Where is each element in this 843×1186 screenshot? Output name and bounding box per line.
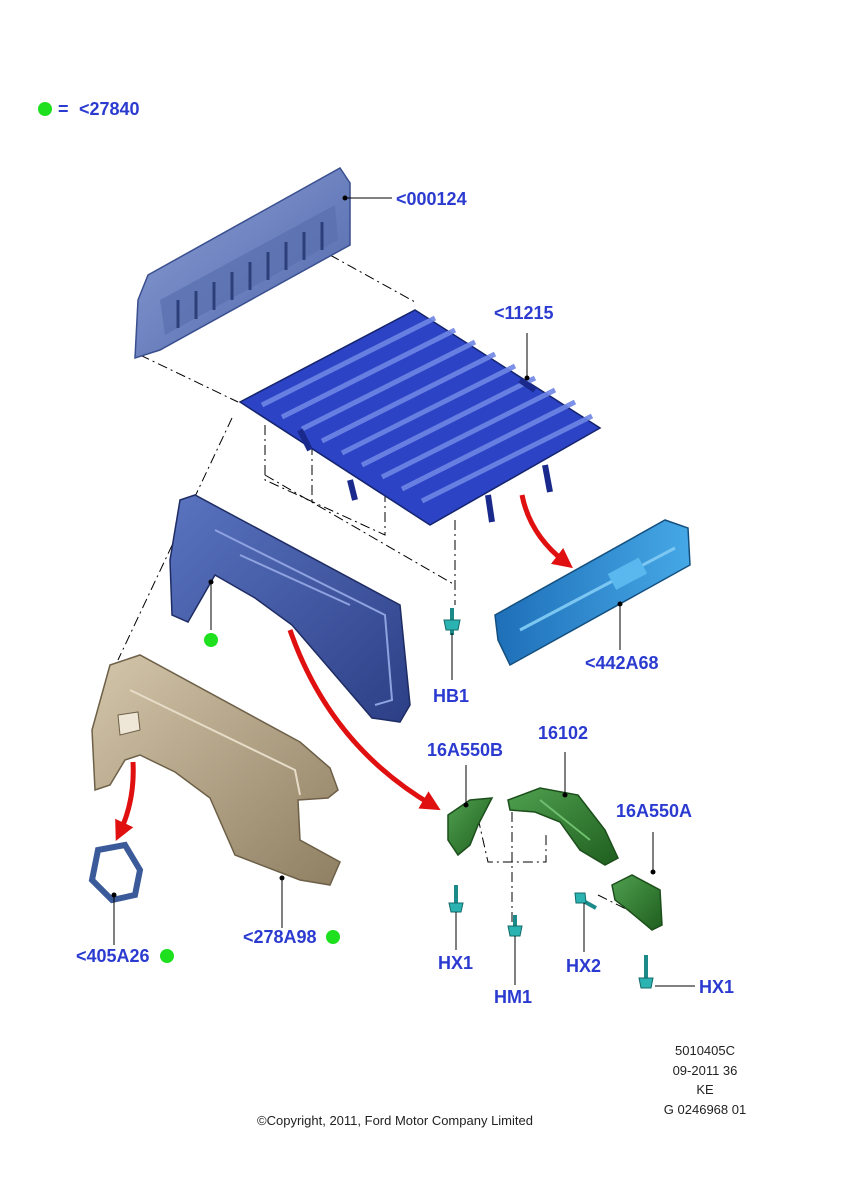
label-screw-hx1-left[interactable]: HX1	[438, 953, 474, 973]
arrow-to-wheelhouse	[287, 629, 441, 811]
legend-text: <27840	[79, 99, 140, 119]
ref-code: 5010405C	[675, 1043, 735, 1058]
bracket-left[interactable]	[447, 797, 494, 857]
label-screw-hx2[interactable]: HX2	[566, 956, 602, 976]
bracket-right[interactable]	[611, 874, 663, 931]
marker-lamp-bracket	[160, 949, 174, 963]
floor-frame[interactable]	[238, 309, 602, 526]
wheelhouse[interactable]	[507, 787, 619, 866]
screw-hx1-left[interactable]	[448, 885, 464, 913]
label-wheelhouse[interactable]: 16102	[538, 723, 589, 743]
front-panel[interactable]	[494, 519, 691, 667]
label-bolt-hb1[interactable]: HB1	[433, 686, 470, 706]
marker-inner-panel	[204, 633, 218, 647]
label-bracket-left[interactable]: 16A550B	[427, 740, 504, 760]
label-outer-fender[interactable]: <278A98	[243, 927, 317, 947]
arrow-to-front-panel	[519, 494, 573, 569]
screw-hx1-right[interactable]	[638, 955, 654, 989]
screw-hx2[interactable]	[574, 892, 597, 910]
label-screw-hx1-right[interactable]: HX1	[699, 977, 735, 997]
region-code: KE	[696, 1082, 714, 1097]
tailgate-panel[interactable]	[134, 167, 351, 360]
screw-hm1[interactable]	[507, 915, 523, 937]
marker-outer-fender	[326, 930, 340, 944]
date-code: 09-2011 36	[672, 1063, 738, 1078]
legend-equals: =	[58, 99, 69, 119]
label-bracket-right[interactable]: 16A550A	[616, 801, 693, 821]
lamp-bracket[interactable]	[88, 841, 144, 904]
label-front-panel[interactable]: <442A68	[585, 653, 659, 673]
inner-side-panel[interactable]	[169, 494, 411, 723]
label-screw-hm1[interactable]: HM1	[494, 987, 533, 1007]
drawing-number: G 0246968 01	[663, 1102, 747, 1117]
copyright: ©Copyright, 2011, Ford Motor Company Lim…	[257, 1113, 533, 1128]
legend-green-marker	[38, 102, 52, 116]
label-lamp-bracket[interactable]: <405A26	[76, 946, 150, 966]
bolt-hb1[interactable]	[443, 608, 461, 635]
arrow-to-lamp-bracket	[115, 761, 136, 842]
label-floor-frame[interactable]: <11215	[494, 303, 554, 323]
relocation-arrows	[115, 494, 573, 842]
label-tailgate[interactable]: <000124	[396, 189, 467, 209]
outer-fender[interactable]	[91, 654, 341, 886]
